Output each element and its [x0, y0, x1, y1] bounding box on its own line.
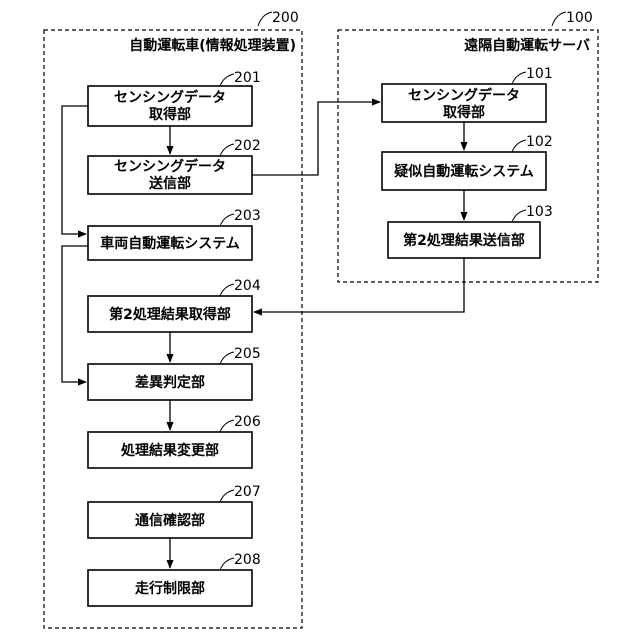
svg-text:第2処理結果取得部: 第2処理結果取得部 [109, 306, 231, 323]
unit-201-sensing-data-acquisition: センシングデータ 取得部 201 [88, 70, 261, 126]
svg-text:処理結果変更部: 処理結果変更部 [120, 442, 219, 459]
svg-text:101: 101 [526, 66, 553, 82]
svg-text:202: 202 [234, 138, 261, 154]
svg-text:102: 102 [526, 134, 553, 150]
unit-205-difference-determination: 差異判定部 205 [88, 346, 261, 400]
svg-text:201: 201 [234, 70, 261, 86]
svg-text:206: 206 [234, 414, 261, 430]
svg-text:203: 203 [234, 208, 261, 224]
unit-103-second-result-transmission: 第2処理結果送信部 103 [388, 204, 553, 258]
svg-text:センシングデータ: センシングデータ [408, 87, 520, 104]
svg-text:205: 205 [234, 346, 261, 362]
svg-text:207: 207 [234, 484, 261, 500]
unit-102-pseudo-autonomous-driving-system: 疑似自動運転システム 102 [382, 134, 553, 190]
arrow-201-to-203 [62, 106, 88, 234]
unit-203-vehicle-autonomous-driving-system: 車両自動運転システム 203 [88, 208, 261, 260]
svg-text:取得部: 取得部 [443, 104, 485, 121]
svg-text:103: 103 [526, 204, 553, 220]
server-title: 遠隔自動運転サーバ [464, 37, 590, 54]
svg-text:走行制限部: 走行制限部 [135, 580, 205, 597]
svg-text:第2処理結果送信部: 第2処理結果送信部 [403, 232, 525, 249]
svg-text:差異判定部: 差異判定部 [135, 374, 205, 391]
svg-text:208: 208 [234, 552, 261, 568]
unit-208-travel-restriction: 走行制限部 208 [88, 552, 261, 606]
svg-text:取得部: 取得部 [149, 106, 191, 123]
svg-text:通信確認部: 通信確認部 [135, 512, 205, 529]
svg-text:204: 204 [234, 278, 261, 294]
svg-text:センシングデータ: センシングデータ [114, 89, 226, 106]
unit-206-result-modification: 処理結果変更部 206 [88, 414, 261, 468]
vehicle-title: 自動運転車(情報処理装置) [129, 37, 296, 54]
arrow-203-to-205 [62, 246, 88, 382]
unit-202-sensing-data-transmission: センシングデータ 送信部 202 [88, 138, 261, 194]
vehicle-ref: 200 [272, 10, 299, 26]
arrow-103-to-204 [254, 258, 464, 312]
svg-text:車両自動運転システム: 車両自動運転システム [100, 235, 240, 252]
unit-204-second-result-acquisition: 第2処理結果取得部 204 [88, 278, 261, 332]
svg-text:送信部: 送信部 [148, 175, 191, 192]
server-ref: 100 [566, 10, 593, 26]
arrow-202-to-101 [252, 102, 380, 175]
svg-text:疑似自動運転システム: 疑似自動運転システム [394, 163, 534, 180]
unit-207-communication-check: 通信確認部 207 [88, 484, 261, 538]
unit-101-sensing-data-acquisition: センシングデータ 取得部 101 [382, 66, 553, 122]
svg-text:センシングデータ: センシングデータ [114, 158, 226, 175]
